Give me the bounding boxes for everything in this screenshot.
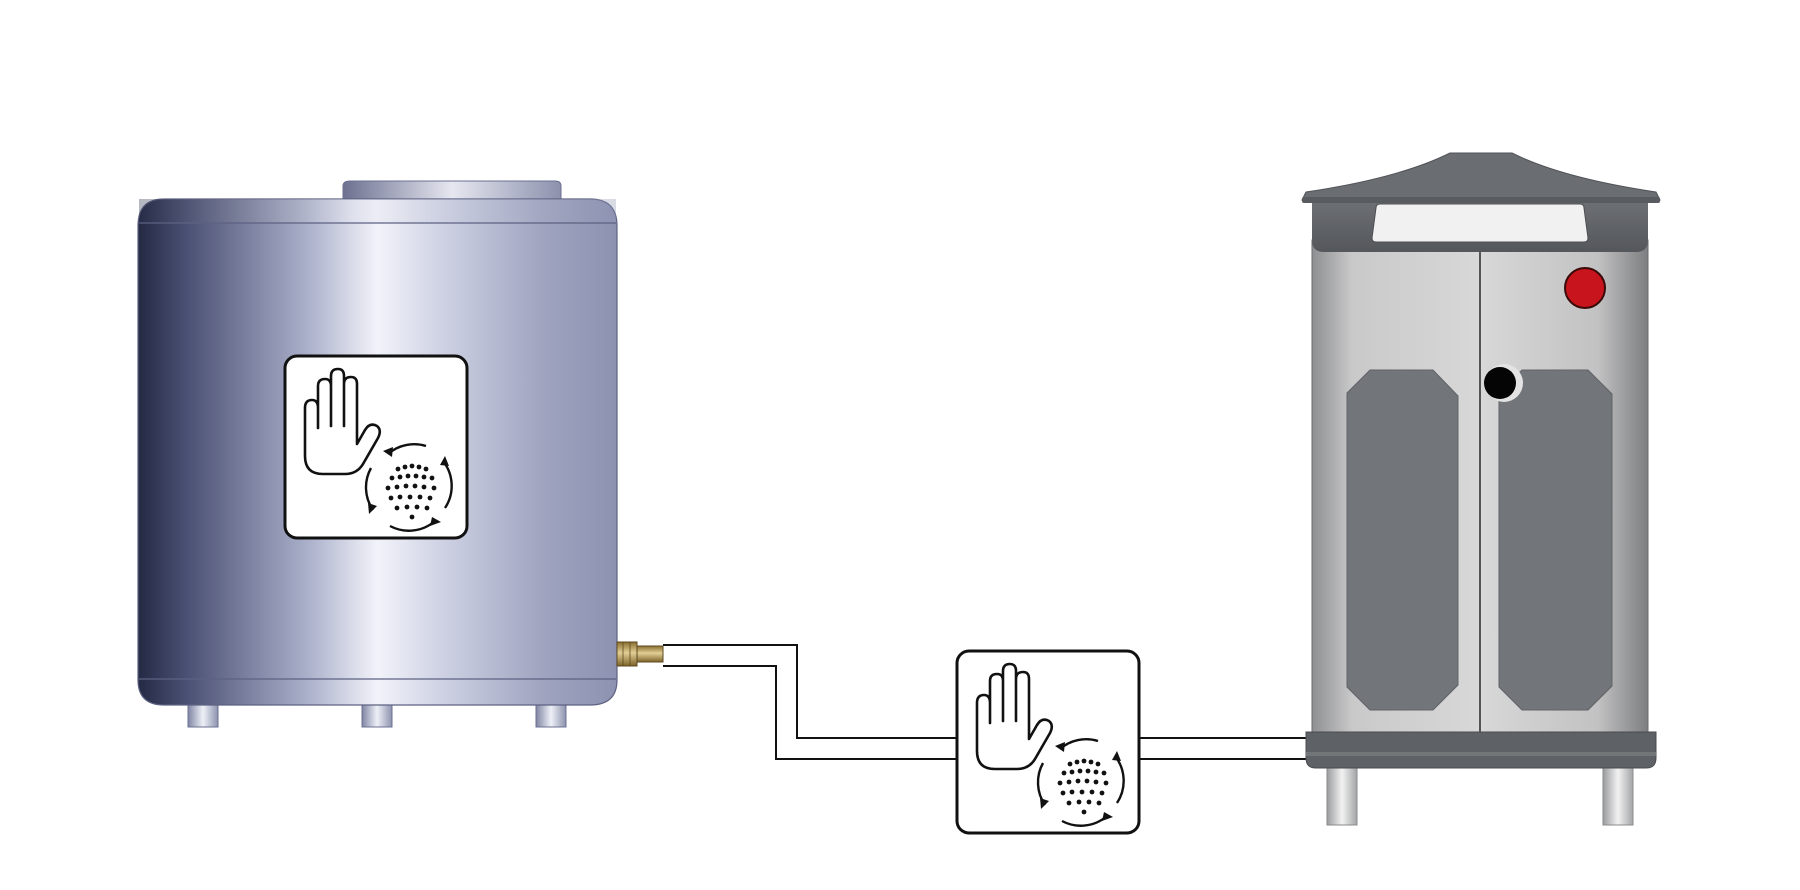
twin-pipe-line	[663, 644, 1309, 760]
two-door-cabinet	[1301, 152, 1661, 826]
red-button-icon	[1564, 267, 1606, 309]
sticker-frame	[955, 649, 1141, 835]
brass-outlet-fitting	[616, 641, 664, 667]
cabinet-base	[1305, 731, 1657, 769]
storage-tank	[137, 180, 664, 728]
tank-top-cap	[342, 180, 562, 200]
cabinet-display-window	[1371, 203, 1589, 243]
pipe-lower-line	[663, 665, 957, 760]
cabinet-leg	[1326, 764, 1358, 826]
cabinet-roof-top	[1301, 152, 1661, 201]
cabinet-right-door-panel	[1498, 369, 1613, 711]
cabinet-leg	[1602, 764, 1634, 826]
tank-sticker	[283, 354, 469, 540]
sticker-frame	[283, 354, 469, 540]
tank-top-rim	[139, 199, 616, 223]
cabinet-left-door-panel	[1346, 369, 1459, 711]
pipe-upper-line	[663, 644, 957, 739]
inline-sticker-box	[955, 649, 1141, 835]
